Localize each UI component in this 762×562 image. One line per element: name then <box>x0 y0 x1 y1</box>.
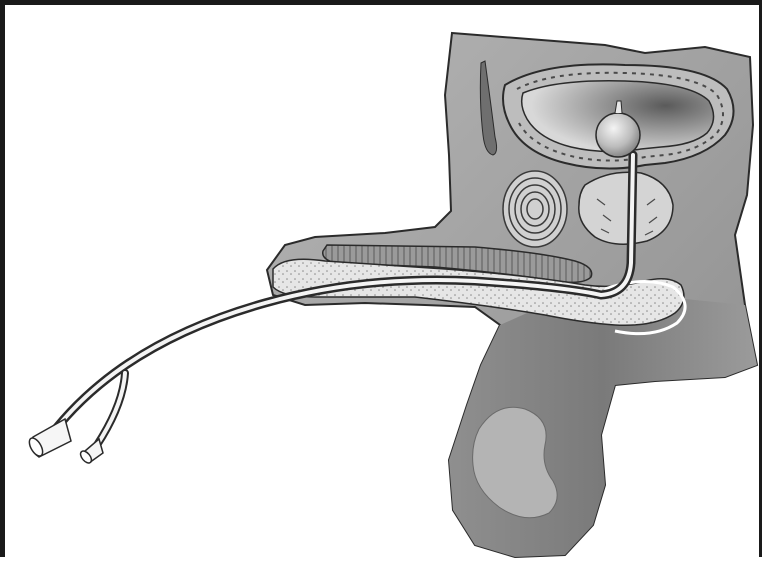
prostate <box>579 172 673 244</box>
catheter-balloon <box>596 113 640 157</box>
catheter-anatomy-diagram <box>5 5 762 562</box>
rectum-coils <box>503 171 567 247</box>
